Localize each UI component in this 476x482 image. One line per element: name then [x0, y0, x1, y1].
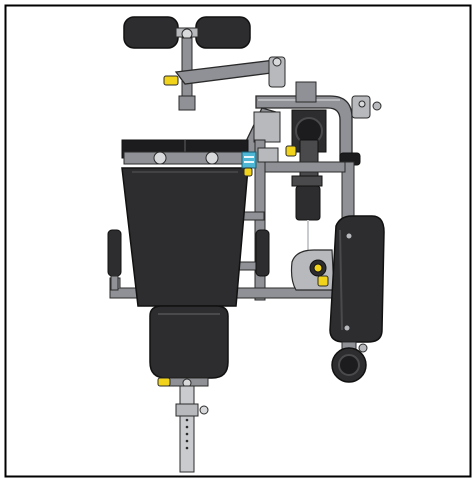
back-pad-bolt-bottom: [344, 325, 350, 331]
side-handles: [107, 229, 270, 291]
front-pad-assembly: [149, 305, 229, 388]
handle-post-left: [110, 275, 119, 291]
seat-adjust-tab: [241, 151, 257, 169]
bracket-bolt: [372, 101, 382, 111]
seat-adjust-tab-line-1: [244, 156, 254, 158]
housing-bolt: [358, 100, 366, 108]
adjust-hole-3: [185, 432, 189, 436]
roller-post-collar: [178, 95, 196, 111]
cable-housing: [255, 81, 382, 177]
upper-lever-arm: [163, 56, 286, 88]
seat-knob-right: [205, 151, 219, 165]
handle-grip-left: [107, 229, 122, 277]
cam-pop-pin: [317, 275, 329, 287]
roller-pad-right: [195, 16, 251, 49]
mount-bolt: [358, 343, 368, 353]
handle-grip-right: [255, 229, 270, 277]
pivot-bolt: [272, 57, 282, 67]
stack-top-plate: [291, 175, 323, 187]
housing-top-bracket: [295, 81, 317, 103]
cam-knob: [313, 263, 323, 273]
transport-wheel-hub: [338, 354, 360, 376]
roller-pad-left: [123, 16, 179, 49]
adjust-hole-5: [185, 446, 189, 450]
adjustment-tube: [175, 385, 209, 473]
clamp-pop-pin: [285, 145, 297, 157]
back-pad-bolt-top: [346, 233, 352, 239]
main-seat-pad: [121, 139, 297, 307]
adjust-hole-2: [185, 425, 189, 429]
brace-plate: [253, 111, 281, 143]
front-pad: [149, 305, 229, 379]
back-pad: [329, 215, 385, 343]
seat-adjust-bar: [123, 151, 253, 165]
adjust-tube-body: [179, 385, 195, 473]
top-roller-pad-assembly: [123, 16, 251, 111]
front-pad-pop-pin: [157, 377, 171, 387]
seat-knob-left: [153, 151, 167, 165]
back-pad-assembly: [329, 215, 385, 383]
adjust-hole-1: [185, 418, 189, 422]
lower-cam-assembly: [290, 249, 335, 291]
seat-cushion: [121, 167, 249, 307]
lever-arm-pivot: [268, 56, 286, 88]
weight-block: [295, 185, 321, 221]
seat-adjust-tab-line-2: [244, 161, 254, 163]
adjust-tube-collar: [175, 403, 199, 417]
pop-pin-knob: [163, 75, 179, 86]
adjust-hole-4: [185, 439, 189, 443]
back-pad-seam: [339, 229, 343, 331]
adjust-tube-knob: [199, 405, 209, 415]
seat-clamp: [257, 147, 279, 163]
seat-lock-pin: [243, 167, 253, 177]
upper-crossbar: [264, 161, 346, 173]
